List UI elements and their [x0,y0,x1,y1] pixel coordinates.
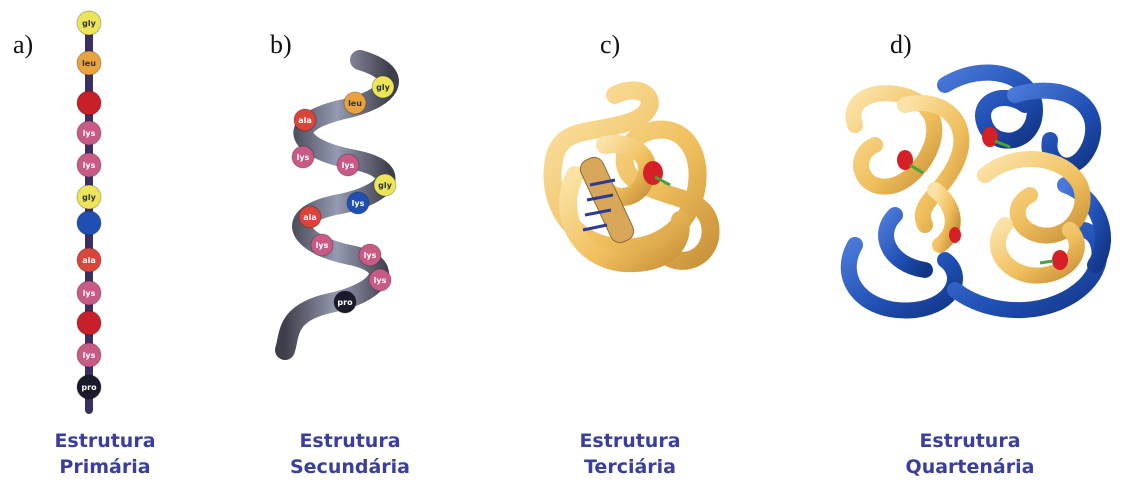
tertiary-fold-illustration [535,85,735,315]
heme-group-4 [949,227,961,243]
primary-residue-bead: gly [77,185,101,209]
caption-secondary-line1: Estrutura [250,428,450,454]
alpha-helix-illustration: gly leu ala lys lys gly lys ala lys lys lys pro [260,55,460,375]
primary-chain-illustration: gly leu lys lys gly ala lys lys pro [55,5,135,425]
primary-residue-bead: leu [77,51,101,75]
helix-residue-bead: leu [344,92,366,114]
caption-tertiary-line1: Estrutura [540,428,720,454]
primary-residue-bead: pro [77,375,101,399]
caption-secondary: Estrutura Secundária [250,428,450,480]
helix-residue-bead: ala [294,109,316,131]
helix-residue-label: leu [348,99,362,108]
helix-residue-label: ala [298,116,312,125]
primary-residue-bead [77,211,101,235]
helix-residue-bead: ala [299,206,321,228]
primary-residue-bead: ala [77,248,101,272]
panel-letter-a: a) [13,30,33,60]
primary-residue-bead [77,91,101,115]
caption-quaternary-line2: Quartenária [860,454,1080,480]
tertiary-heme-group [643,161,663,185]
primary-residue-bead: lys [77,281,101,305]
primary-residue-label: lys [83,129,96,138]
helix-residue-label: lys [316,241,329,250]
helix-residue-label: lys [297,153,310,162]
helix-residue-label: lys [374,276,387,285]
heme-group-3 [1052,250,1068,270]
helix-residue-bead: gly [374,174,396,196]
helix-residue-label: pro [337,298,353,307]
panel-tertiary-structure: c) Estrutura Terciária [520,0,800,486]
helix-residue-label: lys [342,161,355,170]
helix-residue-bead: gly [372,76,394,98]
caption-quaternary: Estrutura Quartenária [860,428,1080,480]
panel-primary-structure: a) gly leu lys lys gly ala lys lys pro Estrutura… [0,0,260,486]
primary-residue-bead: lys [77,343,101,367]
primary-residue-label: lys [83,161,96,170]
primary-residue-label: pro [81,383,97,392]
primary-residue-label: gly [82,193,96,202]
caption-secondary-line2: Secundária [250,454,450,480]
helix-residue-label: gly [376,83,390,92]
panel-letter-d: d) [890,30,912,60]
helix-residue-bead: lys [337,154,359,176]
panel-quaternary-structure: d) [800,0,1141,486]
primary-residue-label: lys [83,289,96,298]
caption-quaternary-line1: Estrutura [860,428,1080,454]
heme-group-1 [982,127,998,147]
primary-residue-label: ala [82,256,96,265]
helix-residue-bead: lys [311,234,333,256]
caption-primary-line1: Estrutura [20,428,190,454]
caption-tertiary: Estrutura Terciária [540,428,720,480]
caption-primary: Estrutura Primária [20,428,190,480]
panel-letter-c: c) [600,30,620,60]
helix-residue-bead: lys [347,192,369,214]
primary-residue-bead: lys [77,153,101,177]
helix-residue-bead: lys [369,269,391,291]
helix-residue-label: lys [364,251,377,260]
helix-residue-label: gly [378,181,392,190]
helix-residue-bead: lys [359,244,381,266]
helix-residue-label: lys [352,199,365,208]
caption-tertiary-line2: Terciária [540,454,720,480]
primary-residue-label: leu [82,59,96,68]
quaternary-complex-illustration [835,65,1135,335]
caption-primary-line2: Primária [20,454,190,480]
primary-residue-bead: lys [77,121,101,145]
helix-residue-label: ala [303,213,317,222]
helix-residue-bead: lys [292,146,314,168]
primary-residue-bead [77,311,101,335]
primary-residue-label: gly [82,19,96,28]
primary-residue-bead: gly [77,11,101,35]
helix-residue-bead: pro [334,291,356,313]
primary-residue-label: lys [83,351,96,360]
